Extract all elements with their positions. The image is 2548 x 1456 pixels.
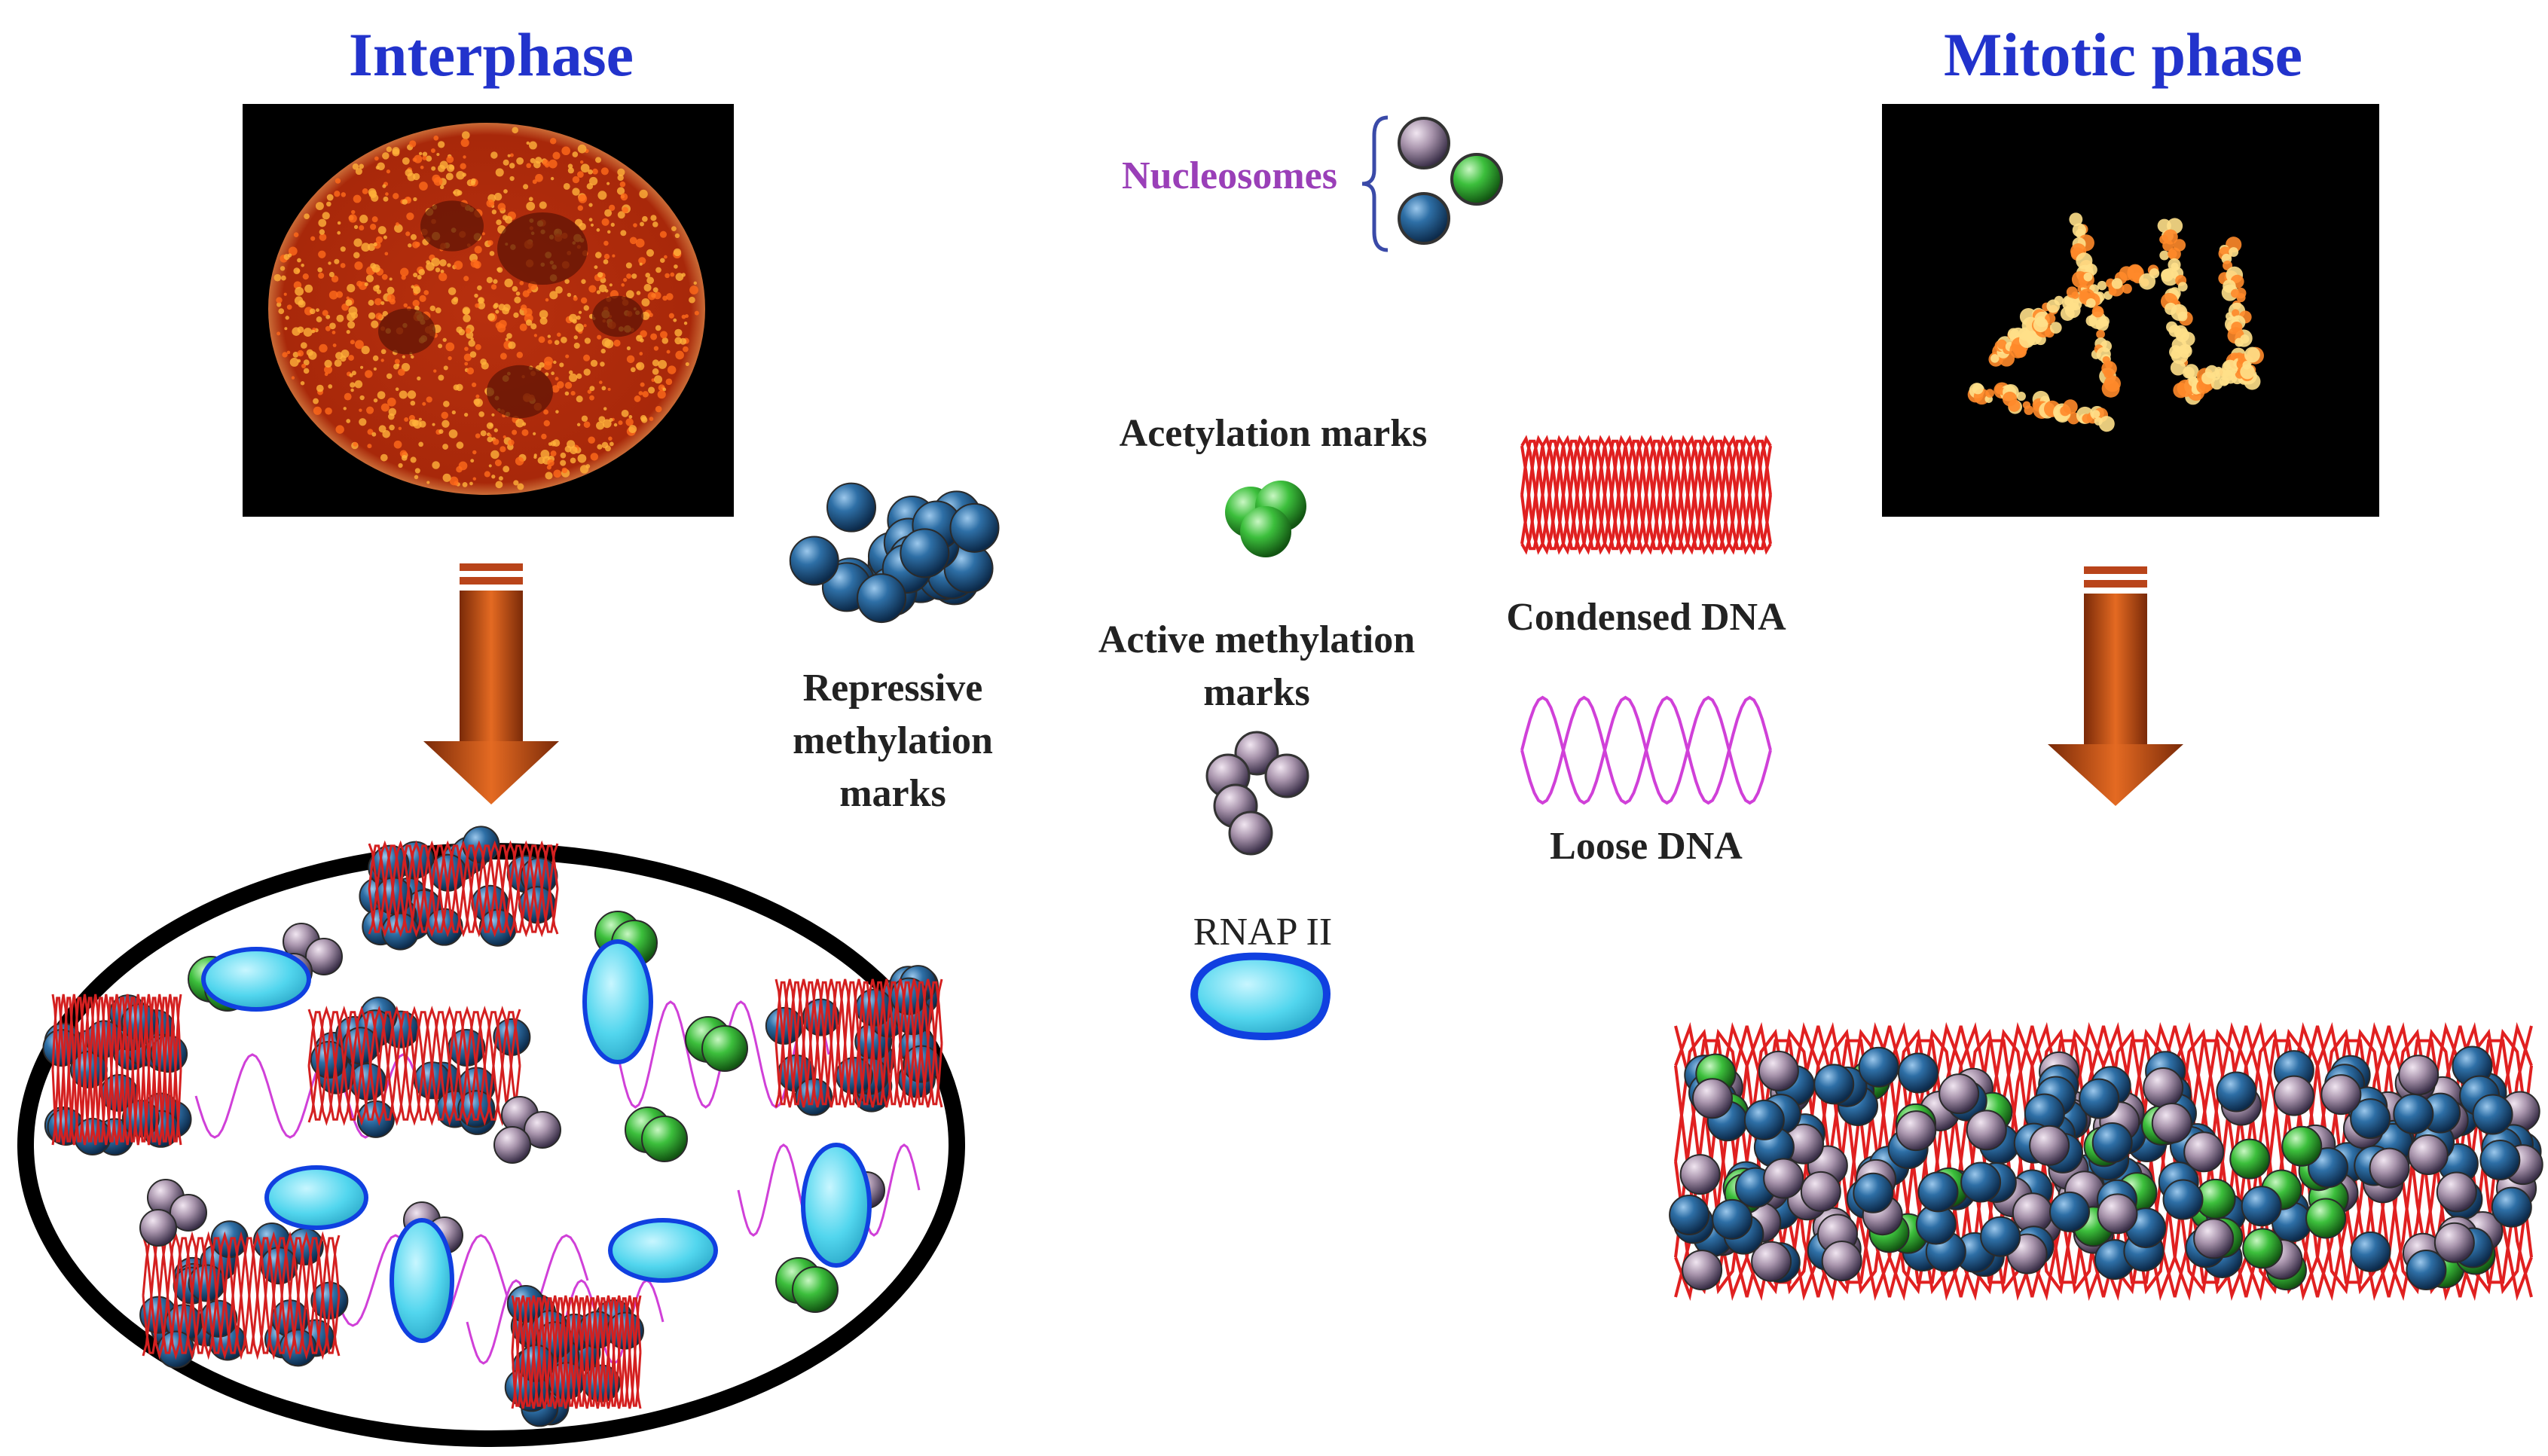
active-methylation-label-line1: Active methylation <box>1098 618 1415 661</box>
nucleosome-blue-ball <box>1398 192 1450 245</box>
mitotic-condensed-chromosome <box>1669 1021 2543 1302</box>
rnap-ii-label: RNAP II <box>1193 911 1332 954</box>
condensed-dna-icon <box>1520 435 1772 555</box>
interphase-down-arrow <box>423 563 559 804</box>
active-methylation-mark-icon <box>1205 731 1309 856</box>
nucleosome-green-ball <box>1450 153 1503 206</box>
nucleosomes-brace <box>1361 115 1389 252</box>
loose-dna-icon <box>1520 695 1772 805</box>
acetylation-label: Acetylation marks <box>1120 412 1428 455</box>
nucleosomes-label: Nucleosomes <box>1122 154 1337 197</box>
interphase-title: Interphase <box>349 20 634 89</box>
acetylation-mark-icon <box>1225 481 1306 557</box>
rnap-ii-icon <box>1190 952 1331 1041</box>
loose-dna-label: Loose DNA <box>1550 825 1743 868</box>
repressive-methylation-label-line1: Repressive <box>803 667 983 710</box>
interphase-micrograph <box>243 104 734 517</box>
condensed-dna-label: Condensed DNA <box>1506 596 1786 639</box>
nucleosome-mauve-ball <box>1398 117 1450 169</box>
mitotic-micrograph <box>1882 104 2379 517</box>
repressive-methylation-label-line3: marks <box>839 772 946 815</box>
repressive-methylation-label-line2: methylation <box>793 719 993 762</box>
interphase-chromatin-nucleus <box>17 826 965 1447</box>
repressive-methylation-mark-icon <box>789 482 1000 624</box>
active-methylation-label-line2: marks <box>1203 671 1310 714</box>
mitotic-phase-title: Mitotic phase <box>1944 20 2302 89</box>
mitotic-down-arrow <box>2048 566 2183 806</box>
